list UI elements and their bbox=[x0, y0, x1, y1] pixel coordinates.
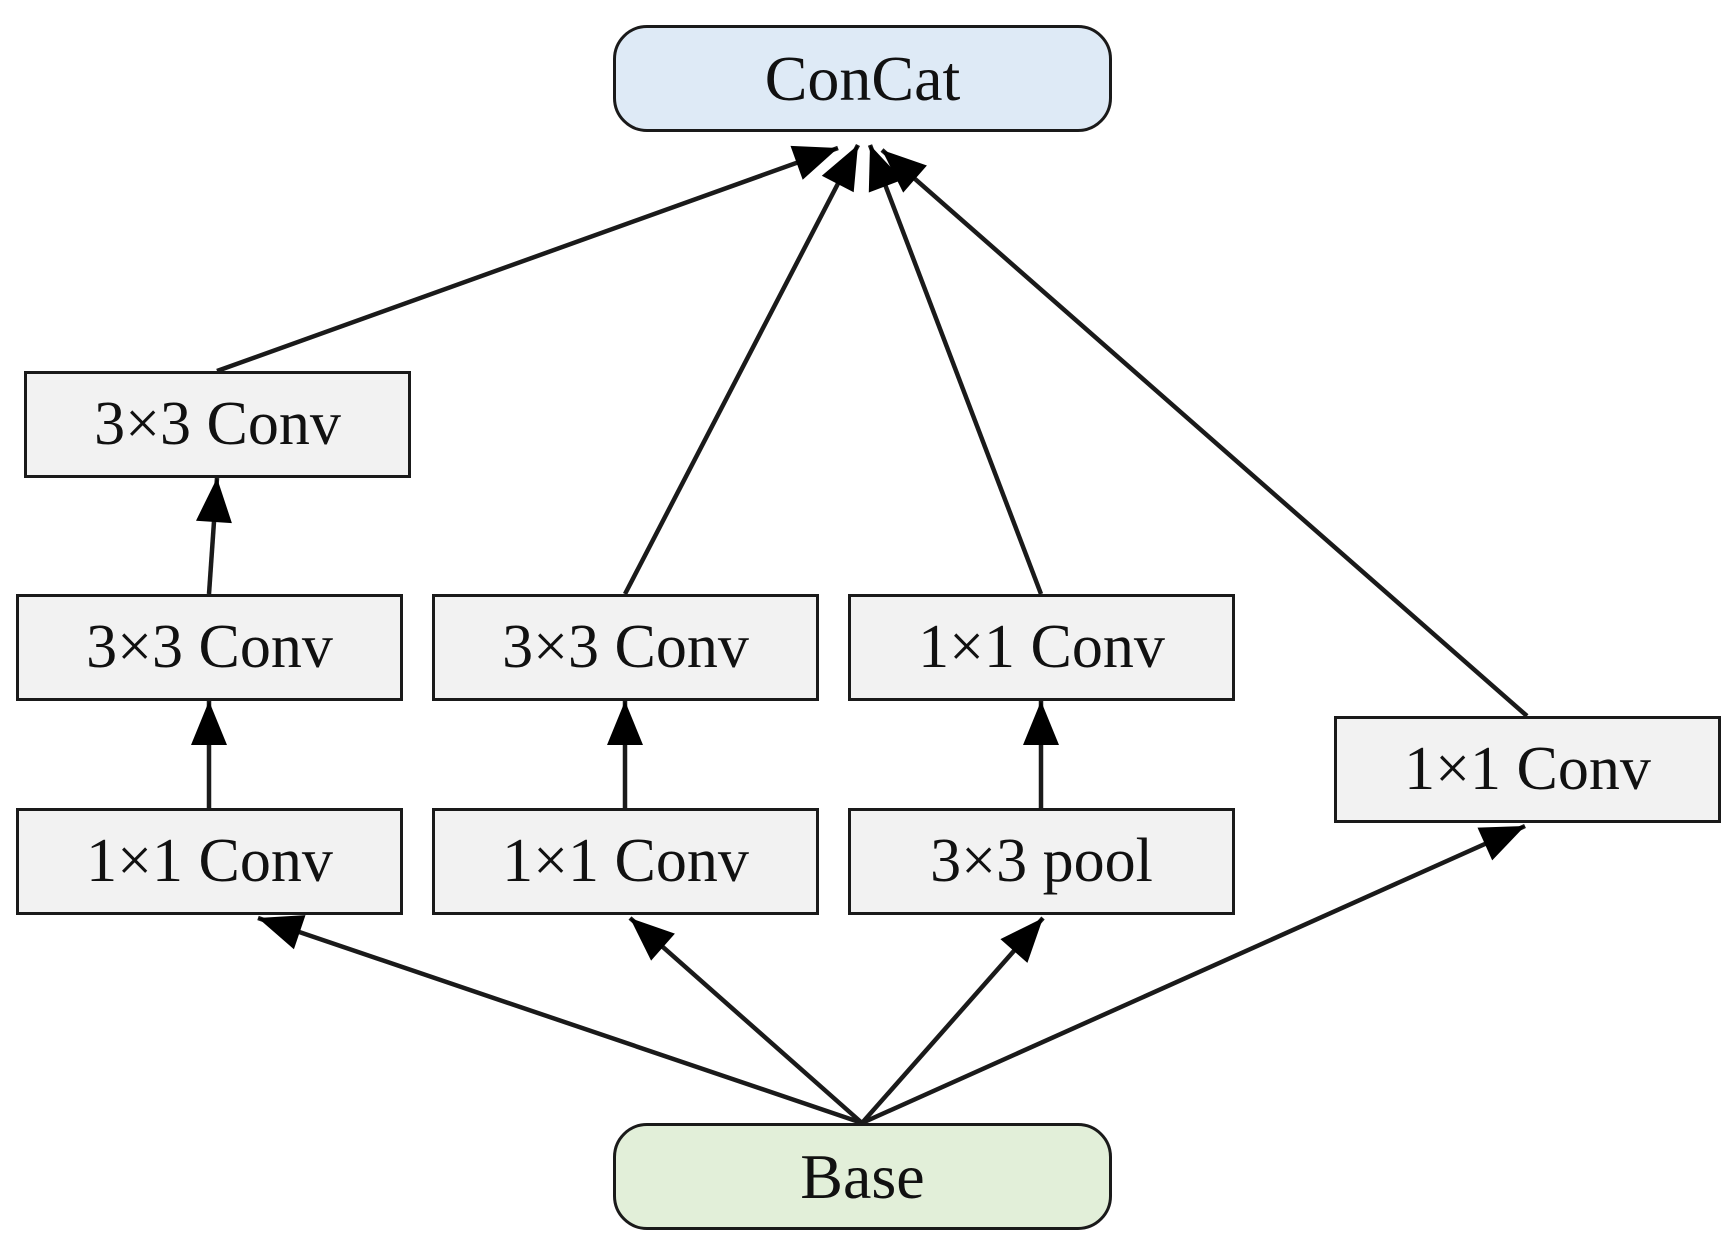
arrowhead-base-to-branch4 bbox=[1477, 826, 1525, 861]
branch1-3x3-conv-mid-label: 3×3 Conv bbox=[86, 613, 333, 681]
concat-node-label: ConCat bbox=[764, 42, 961, 114]
arrowhead-branch1-bottom-to-branch1-mid bbox=[191, 701, 227, 745]
base-node: Base bbox=[613, 1123, 1112, 1230]
edge-base-to-branch4 bbox=[861, 823, 1526, 1126]
concat-node: ConCat bbox=[613, 25, 1112, 132]
branch2-3x3-conv-label: 3×3 Conv bbox=[502, 613, 749, 681]
arrowhead-base-to-branch3-bottom bbox=[1000, 918, 1043, 963]
arrowhead-branch3-top-to-concat bbox=[868, 145, 903, 193]
branch3-1x1-conv-label: 1×1 Conv bbox=[918, 613, 1165, 681]
edge-branch1-top-to-concat bbox=[216, 145, 839, 374]
branch3-3x3-pool-label: 3×3 pool bbox=[930, 827, 1153, 895]
branch4-1x1-conv-label: 1×1 Conv bbox=[1404, 735, 1651, 803]
arrowhead-branch1-top-to-concat bbox=[790, 145, 838, 180]
branch1-3x3-conv-top-label: 3×3 Conv bbox=[94, 390, 341, 458]
arrowhead-branch3-bottom-to-branch3-top bbox=[1023, 701, 1059, 745]
branch2-1x1-conv-node: 1×1 Conv bbox=[432, 808, 819, 915]
branch2-3x3-conv-node: 3×3 Conv bbox=[432, 594, 819, 701]
arrowhead-base-to-branch2-bottom bbox=[630, 918, 675, 961]
branch3-1x1-conv-node: 1×1 Conv bbox=[848, 594, 1235, 701]
arrowhead-branch2-top-to-concat bbox=[821, 145, 858, 193]
branch1-1x1-conv-node: 1×1 Conv bbox=[16, 808, 403, 915]
arrowhead-base-to-branch1-bottom bbox=[258, 915, 306, 950]
branch1-3x3-conv-top-node: 3×3 Conv bbox=[24, 371, 411, 478]
edge-base-to-branch1-bottom bbox=[257, 915, 863, 1126]
branch3-3x3-pool-node: 3×3 pool bbox=[848, 808, 1235, 915]
arrowhead-branch2-bottom-to-branch2-top bbox=[607, 701, 643, 745]
branch1-1x1-conv-label: 1×1 Conv bbox=[86, 827, 333, 895]
branch2-1x1-conv-label: 1×1 Conv bbox=[502, 827, 749, 895]
edge-base-to-branch2-bottom bbox=[628, 916, 864, 1125]
edge-base-to-branch3-bottom bbox=[860, 916, 1045, 1125]
edge-branch3-top-to-concat bbox=[867, 144, 1044, 595]
arrowhead-branch4-to-concat bbox=[882, 150, 927, 193]
arrowhead-branch1-mid-to-branch1-top bbox=[196, 478, 232, 524]
branch1-3x3-conv-mid-node: 3×3 Conv bbox=[16, 594, 403, 701]
edge-branch2-top-to-concat bbox=[623, 143, 860, 596]
base-node-label: Base bbox=[800, 1140, 925, 1212]
branch4-1x1-conv-node: 1×1 Conv bbox=[1334, 716, 1721, 823]
edge-branch4-to-concat bbox=[880, 148, 1529, 718]
